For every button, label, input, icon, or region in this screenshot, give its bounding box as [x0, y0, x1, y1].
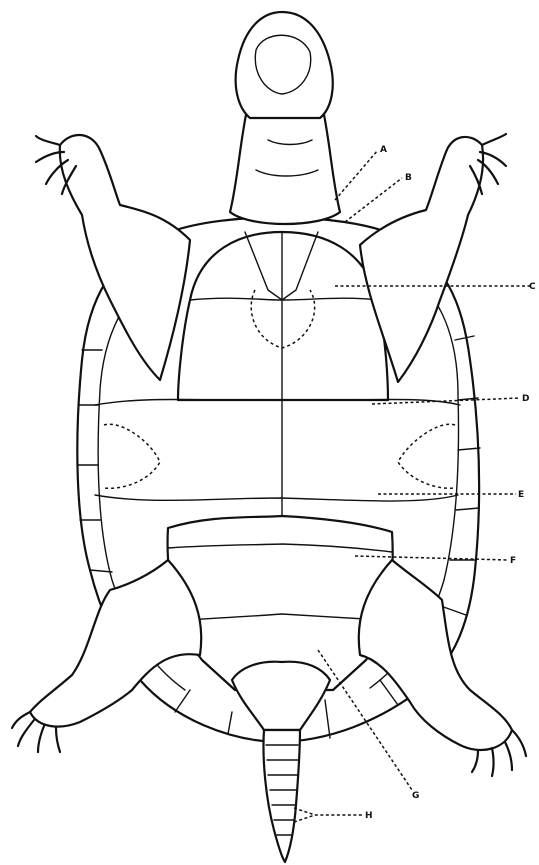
leader-h: [294, 808, 362, 822]
label-h: H: [365, 811, 373, 821]
label-a: A: [380, 145, 387, 155]
label-e: E: [518, 490, 524, 500]
tail: [263, 730, 300, 862]
label-g: G: [412, 791, 419, 801]
leader-a: [335, 150, 378, 200]
label-c: C: [529, 282, 536, 292]
leader-b: [345, 178, 402, 222]
head: [236, 12, 333, 118]
label-f: F: [510, 556, 516, 566]
label-b: B: [405, 173, 412, 183]
neck: [230, 105, 340, 224]
label-d: D: [522, 394, 529, 404]
